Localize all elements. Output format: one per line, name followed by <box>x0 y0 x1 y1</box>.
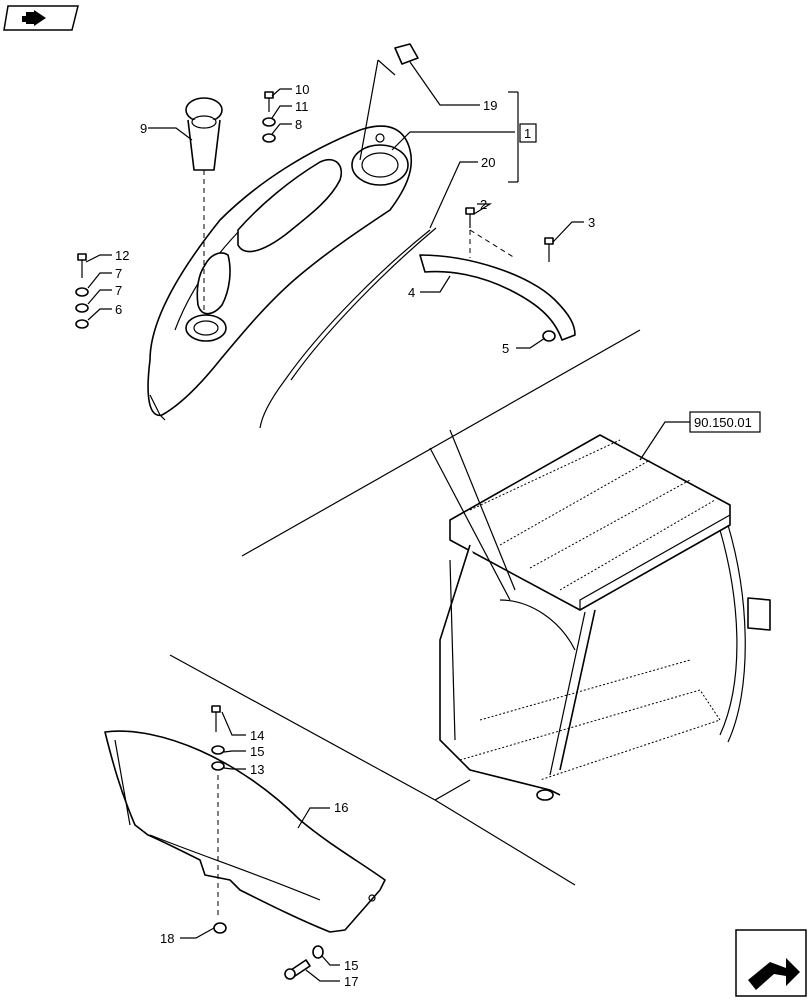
callout-7b: 7 <box>115 283 122 298</box>
cup-holder <box>185 97 223 310</box>
screw-17 <box>284 959 311 980</box>
fastener-group-bottom <box>211 705 324 980</box>
callout-2: 2 <box>480 197 487 212</box>
callout-9: 9 <box>140 121 147 136</box>
callout-14: 14 <box>250 728 264 743</box>
screw-14 <box>211 705 221 732</box>
callout-4: 4 <box>408 285 415 300</box>
screw-3 <box>544 237 554 262</box>
callout-17: 17 <box>344 974 358 989</box>
reference-box[interactable] <box>689 411 761 433</box>
callout-18: 18 <box>160 931 174 946</box>
nut-8 <box>262 133 276 143</box>
navigation-arrow-icon[interactable] <box>3 5 79 31</box>
lower-panel <box>104 730 386 933</box>
section-lines <box>169 59 641 886</box>
callout-5-text: 5 <box>502 341 509 356</box>
cab-frame <box>439 434 771 801</box>
washer-11 <box>262 117 276 127</box>
screw-10 <box>264 91 274 112</box>
next-page-arrow-icon[interactable] <box>735 929 807 997</box>
callout-15b: 15 <box>344 958 358 973</box>
dashboard-panel <box>147 125 413 421</box>
callout-20: 20 <box>481 155 495 170</box>
callout-labels: 9 10 11 8 12 7 7 6 2 3 4 5 5 19 20 1 90.… <box>115 82 761 989</box>
callout-8: 8 <box>295 117 302 132</box>
callout-19: 19 <box>483 98 497 113</box>
washer-15b <box>312 945 324 959</box>
reference-label[interactable]: 90.150.01 <box>694 415 752 430</box>
nut-18 <box>213 922 227 934</box>
nut-6 <box>75 319 89 329</box>
callout-16: 16 <box>334 800 348 815</box>
callout-12: 12 <box>115 248 129 263</box>
callout-1: 1 <box>524 126 531 141</box>
switch-knob <box>394 43 419 65</box>
leader-lines <box>85 61 690 982</box>
screw-2 <box>465 207 475 228</box>
washer-7b <box>75 303 89 313</box>
callout-7a: 7 <box>115 266 122 281</box>
nut-5 <box>542 330 556 342</box>
cover-strip <box>419 229 576 341</box>
washer-13 <box>211 761 225 771</box>
washer-7a <box>75 287 89 297</box>
callout-6: 6 <box>115 302 122 317</box>
callout-13: 13 <box>250 762 264 777</box>
callout-15a: 15 <box>250 744 264 759</box>
callout-10: 10 <box>295 82 309 97</box>
callout-3: 3 <box>588 215 595 230</box>
callout-1-box <box>519 123 537 143</box>
callout-11: 11 <box>295 99 309 114</box>
screw-12 <box>77 253 87 278</box>
seal-strip <box>259 227 437 429</box>
fastener-group-top <box>75 91 556 342</box>
washer-15a <box>211 745 225 755</box>
